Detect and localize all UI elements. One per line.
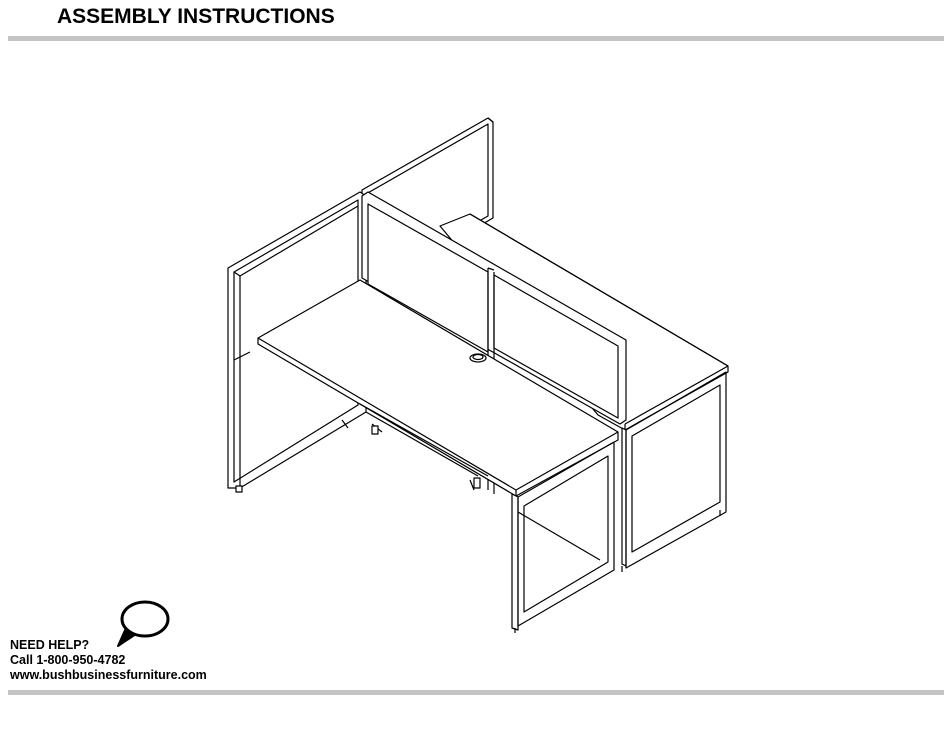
help-heading: NEED HELP? <box>10 638 207 653</box>
help-website: www.bushbusinessfurniture.com <box>10 668 207 683</box>
help-block: NEED HELP? Call 1-800-950-4782 www.bushb… <box>10 638 207 683</box>
footer-rule <box>8 690 944 695</box>
help-phone: Call 1-800-950-4782 <box>10 653 207 668</box>
